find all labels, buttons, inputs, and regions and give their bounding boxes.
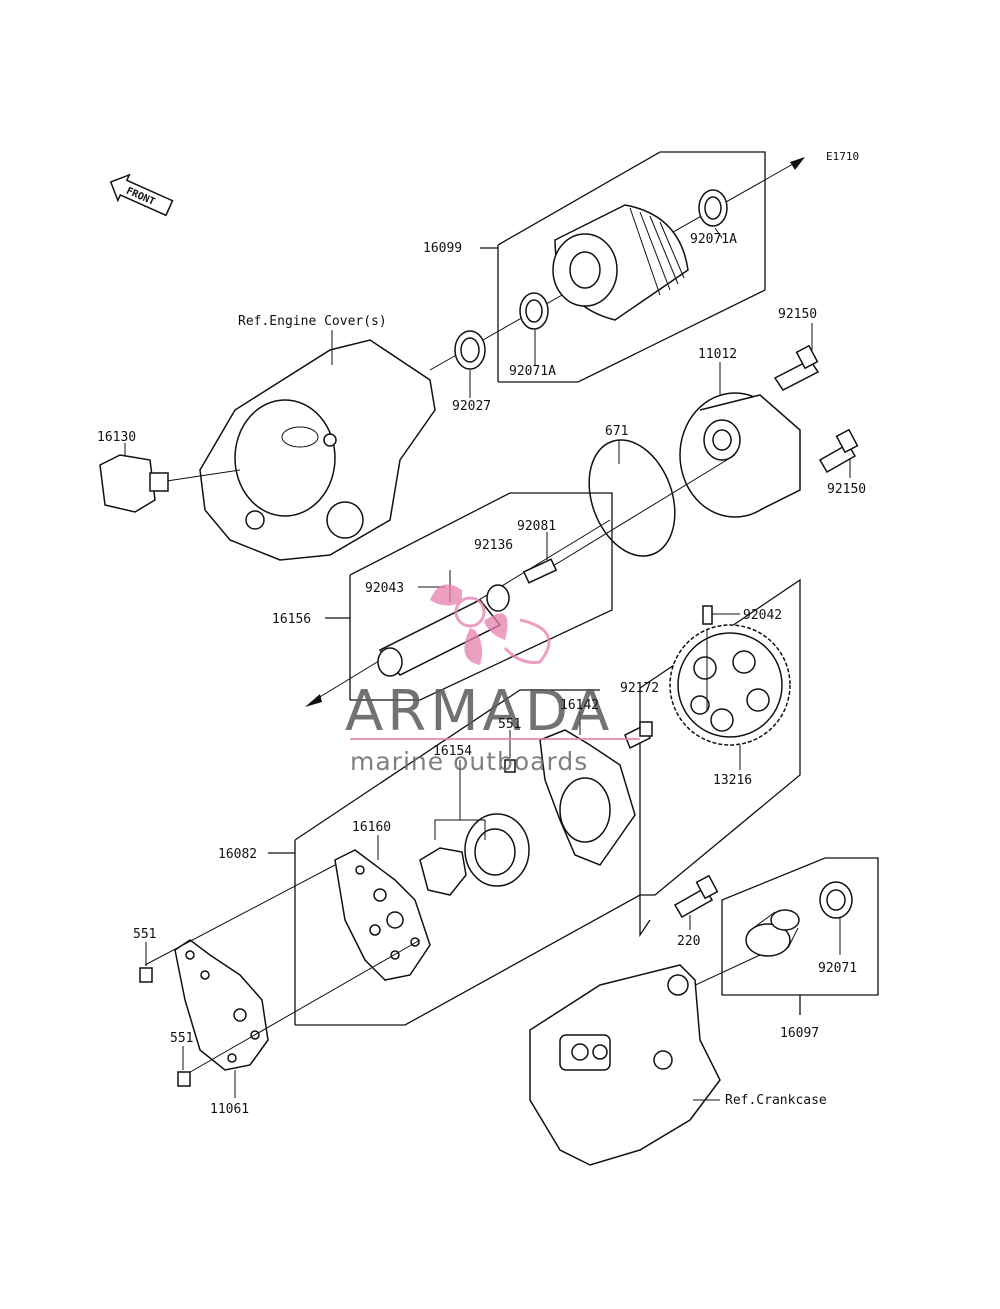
diagram-code: E1710	[826, 150, 859, 163]
oil-filter	[552, 204, 689, 321]
label-11012: 11012	[698, 347, 737, 362]
label-16142: 16142	[560, 698, 599, 713]
oil-filter-bracket	[480, 151, 766, 383]
pin-551-left	[139, 967, 153, 983]
gear-bracket	[639, 578, 801, 938]
rotor-16154-inner	[419, 847, 467, 896]
label-92150-bottom: 92150	[827, 482, 866, 497]
label-220: 220	[677, 934, 700, 949]
label-16154: 16154	[433, 744, 472, 759]
bolt-92150-top	[773, 344, 820, 391]
strainer-16097	[745, 909, 800, 957]
label-551-left: 551	[133, 927, 156, 942]
gear-13216	[669, 624, 791, 746]
label-92150-top: 92150	[778, 307, 817, 322]
seal-92071	[819, 881, 853, 919]
label-92027: 92027	[452, 399, 491, 414]
crankcase-outline	[529, 964, 721, 1166]
front-arrow-icon: FRONT	[109, 173, 174, 217]
seal-92071a-bottom	[519, 292, 549, 330]
label-551-mid: 551	[498, 717, 521, 732]
gasket-11061	[174, 939, 269, 1071]
pump-cover-11012	[679, 392, 801, 518]
bolt-92172	[624, 721, 653, 750]
watermark-logo-icon	[430, 584, 551, 665]
label-92071: 92071	[818, 961, 857, 976]
label-92043: 92043	[365, 581, 404, 596]
label-ref-crankcase: Ref.Crankcase	[725, 1093, 827, 1108]
label-13216: 13216	[713, 773, 752, 788]
label-16130: 16130	[97, 430, 136, 445]
pin-551-bottom	[177, 1071, 191, 1087]
label-ref-engine-cover: Ref.Engine Cover(s)	[238, 314, 387, 329]
label-92136: 92136	[474, 538, 513, 553]
label-92172: 92172	[620, 681, 659, 696]
label-16099: 16099	[423, 241, 462, 256]
label-16156: 16156	[272, 612, 311, 627]
pump-assembly-bracket	[268, 689, 641, 1026]
label-92042: 92042	[743, 608, 782, 623]
plate-16160	[334, 849, 431, 981]
pump-body-16142	[539, 729, 636, 866]
watermark-tagline: marine outboards	[350, 747, 588, 776]
seal-92027	[454, 330, 486, 370]
engine-cover-outline	[199, 339, 436, 561]
fitting-16130	[99, 454, 169, 513]
seal-92071a-top	[698, 189, 728, 227]
rotor-16154-outer	[464, 813, 530, 887]
label-16160: 16160	[352, 820, 391, 835]
label-92081: 92081	[517, 519, 556, 534]
o-ring-671	[588, 439, 676, 557]
label-11061: 11061	[210, 1102, 249, 1117]
spring-92081	[522, 558, 558, 584]
bolt-220	[673, 874, 719, 919]
label-92071a-bottom: 92071A	[509, 364, 556, 379]
bolt-92150-bottom	[818, 428, 859, 474]
label-551-bottom: 551	[170, 1031, 193, 1046]
watermark-brand: ARMADA	[345, 679, 613, 744]
pin-551-mid	[504, 759, 516, 773]
pin-92042	[702, 605, 713, 625]
label-16082: 16082	[218, 847, 257, 862]
label-671: 671	[605, 424, 628, 439]
strainer-bracket	[721, 857, 879, 1015]
label-92071a-top: 92071A	[690, 232, 737, 247]
label-16097: 16097	[780, 1026, 819, 1041]
